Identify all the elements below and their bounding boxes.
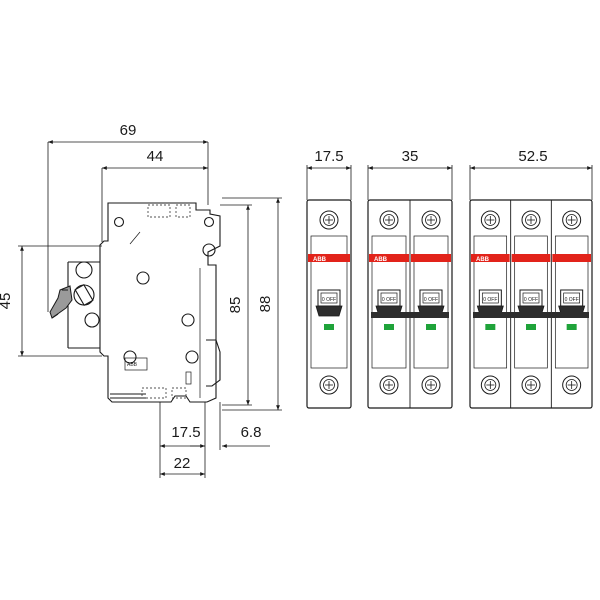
toggle-inner	[380, 292, 398, 304]
brand-band	[552, 254, 591, 262]
toggle-inner	[422, 292, 440, 304]
front-dimensions: 17.5 35 52.5	[306, 148, 593, 200]
toggle-inner	[320, 292, 338, 304]
front-1-pole: ABB 0 OFF	[306, 199, 352, 409]
brand-band	[511, 254, 551, 262]
dim-label-bottom-17-5: 17.5	[171, 424, 200, 441]
toggle-handle	[315, 305, 343, 317]
terminal-screw-icon	[480, 375, 500, 395]
dim-label-44: 44	[147, 148, 164, 165]
screw-head-icon	[565, 214, 578, 226]
brand-logo: ABB	[476, 257, 490, 263]
handle-bar	[473, 312, 589, 318]
status-indicator	[384, 324, 394, 330]
brand-band	[471, 254, 510, 262]
switch-state-text: 0 OFF	[565, 297, 579, 303]
dim-label-front-52-5: 52.5	[518, 148, 547, 165]
toggle-lever	[49, 285, 73, 319]
dim-label-front-17-5: 17.5	[314, 148, 343, 165]
brand-band	[308, 254, 350, 262]
switch-state-text: 0 OFF	[524, 297, 538, 303]
screw-head-icon	[525, 214, 537, 226]
pole-frame	[413, 235, 449, 369]
status-indicator	[426, 324, 436, 330]
terminal-screw-icon	[379, 375, 399, 395]
terminal-screw-icon	[379, 210, 399, 230]
screw-head-icon	[484, 379, 497, 391]
side-body-outline	[99, 202, 221, 403]
status-indicator	[485, 324, 496, 330]
screw-head-icon	[323, 214, 335, 226]
switch-state-text: 0 OFF	[483, 297, 497, 303]
switch-state-text: 0 OFF	[322, 297, 336, 303]
dim-label-45: 45	[0, 293, 14, 310]
terminal-screw-icon	[521, 210, 541, 230]
dim-label-6-8: 6.8	[241, 424, 262, 441]
brand-band	[411, 254, 451, 262]
screw-head-icon	[484, 214, 497, 226]
brand-band	[369, 254, 409, 262]
terminal-screw-icon	[562, 210, 582, 230]
pole-frame	[371, 235, 407, 369]
din-clip	[206, 339, 221, 387]
pole-frame	[554, 235, 589, 369]
brand-logo: ABB	[313, 257, 327, 263]
side-brand-text: ABB	[127, 362, 138, 368]
pole-frame	[514, 235, 548, 369]
screw-head-icon	[323, 379, 335, 391]
status-indicator	[526, 324, 536, 330]
side-dimensions: 69 44 45 85 88 17.5 6.8 22	[0, 122, 282, 478]
brand-logo: ABB	[374, 257, 388, 263]
switch-state-text: 0 OFF	[382, 297, 396, 303]
side-view: ABB	[49, 202, 221, 403]
status-indicator	[324, 324, 334, 330]
terminal-screw-icon	[521, 375, 541, 395]
screw-head-icon	[383, 379, 395, 391]
side-handle	[49, 261, 100, 349]
front-2-pole: ABB 0 OFF 0 OFF	[367, 199, 453, 409]
terminal-screw-icon	[421, 210, 441, 230]
dim-label-69: 69	[120, 122, 137, 139]
dim-label-22: 22	[174, 455, 191, 472]
terminal-screw-icon	[319, 375, 339, 395]
terminal-screw-icon	[319, 210, 339, 230]
screw-head-icon	[565, 379, 578, 391]
screw-head-icon	[425, 379, 437, 391]
status-indicator	[566, 324, 577, 330]
handle-bar	[371, 312, 449, 318]
terminal-screw-icon	[421, 375, 441, 395]
nameplate	[124, 357, 148, 371]
switch-state-text: 0 OFF	[424, 297, 438, 303]
front-3-pole: ABB 0 OFF 0 OFF 0 OFF	[469, 199, 593, 409]
terminal-screw-icon	[562, 375, 582, 395]
front-views: ABB 0 OFF ABB 0 OFF 0 OFF ABB 0 OFF 0 OFF 0 OFF	[306, 199, 593, 409]
screw-head-icon	[525, 379, 537, 391]
dim-label-front-35: 35	[402, 148, 419, 165]
screw-head-icon	[383, 214, 395, 226]
screw-head-icon	[425, 214, 437, 226]
toggle-inner	[522, 292, 540, 304]
terminal-screw-icon	[480, 210, 500, 230]
toggle-inner	[563, 292, 581, 304]
toggle-inner	[481, 292, 499, 304]
pole-frame	[310, 235, 348, 369]
dim-label-88: 88	[257, 296, 274, 313]
dim-label-85: 85	[227, 297, 244, 314]
pole-frame	[473, 235, 508, 369]
